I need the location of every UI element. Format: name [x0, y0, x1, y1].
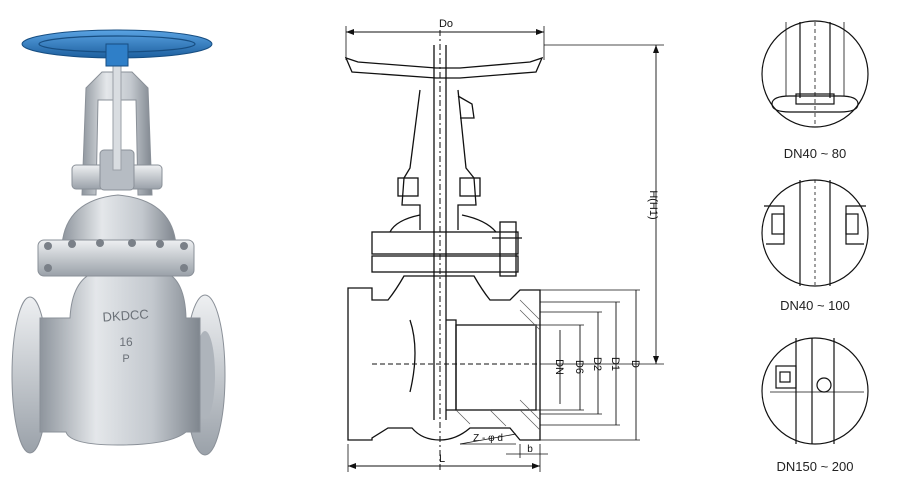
bonnet-flange [37, 239, 195, 277]
dim-d6-label: D6 [573, 360, 585, 374]
bonnet [61, 194, 177, 246]
valve-body [39, 271, 201, 446]
valve-photo: DKDCC 16 P [11, 29, 226, 456]
detail-3 [761, 337, 869, 445]
dim-height-label: H(H1) [647, 190, 659, 219]
body-marking-1: DKDCC [102, 306, 149, 324]
dim-d-label: D [629, 360, 641, 368]
detail-1-caption: DN40 ~ 80 [783, 146, 847, 161]
drawing-labels: Do H(H1) L b Z - φ d DN D6 D2 D1 D [439, 18, 659, 465]
bolt-label: Z - φ d [473, 433, 503, 444]
detail-2 [761, 179, 869, 287]
dim-dn-label: DN [553, 359, 565, 375]
dim-b-label: b [527, 444, 533, 455]
technical-drawing [344, 26, 664, 472]
dim-d2-label: D2 [591, 357, 603, 371]
detail-1 [761, 20, 869, 128]
dim-l-label: L [439, 453, 445, 465]
dim-d1-label: D1 [609, 357, 621, 371]
dim-do-label: Do [439, 18, 453, 30]
detail-3-caption: DN150 ~ 200 [776, 459, 854, 474]
detail-2-caption: DN40 ~ 100 [780, 298, 850, 313]
body-marking-3: P [122, 353, 129, 365]
body-marking-2: 16 [119, 335, 133, 349]
